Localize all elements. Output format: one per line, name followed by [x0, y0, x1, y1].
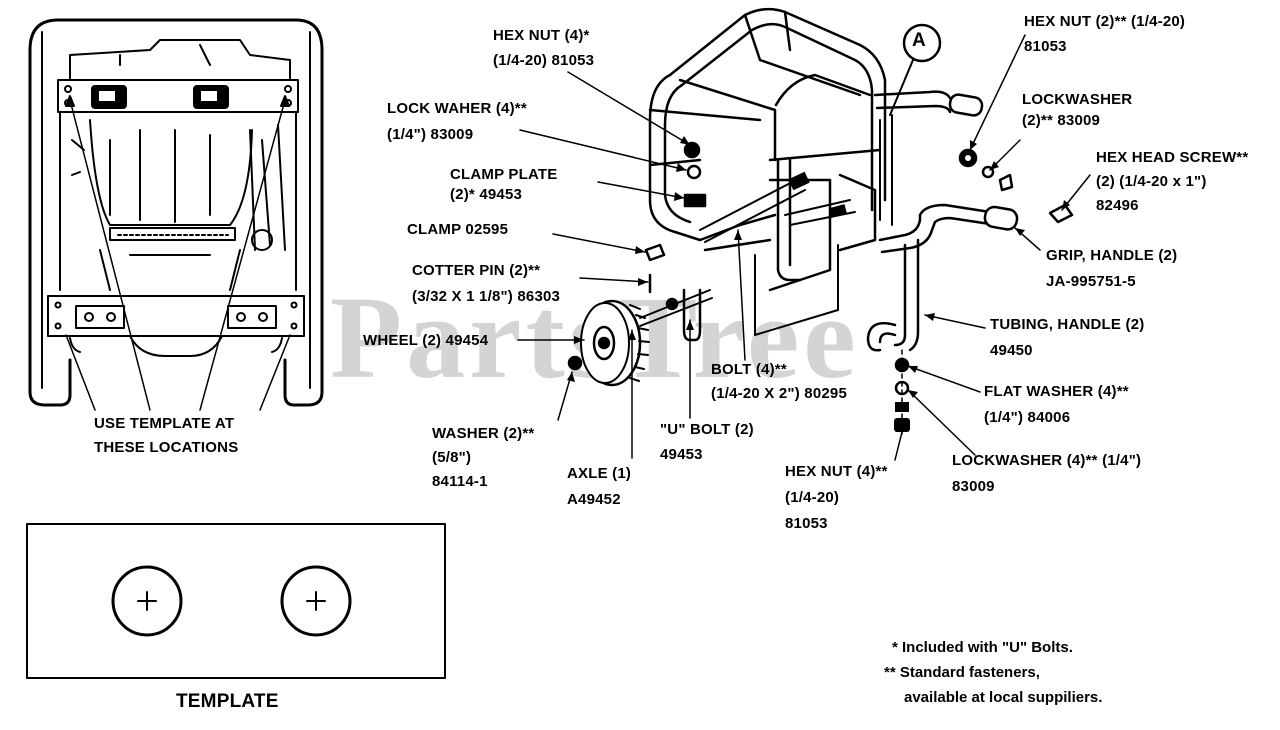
washer-label: WASHER (2)**: [432, 425, 535, 442]
lockwasher-right-spec: (2)** 83009: [1022, 112, 1101, 129]
cotter-pin-spec: (3/32 X 1 1/8") 86303: [412, 288, 561, 305]
axle-label: AXLE (1): [567, 465, 632, 482]
hex-head-screw-spec: (2) (1/4-20 x 1"): [1096, 173, 1207, 190]
bolt-label: BOLT (4)**: [711, 361, 787, 378]
grip-handle-label: GRIP, HANDLE (2): [1046, 247, 1178, 264]
footnote-availability: available at local suppiliers.: [904, 689, 1103, 706]
template-title: TEMPLATE: [176, 691, 279, 712]
flat-washer-label: FLAT WASHER (4)**: [984, 383, 1129, 400]
hex-nut-top-spec: (1/4-20) 81053: [493, 52, 595, 69]
tubing-handle-part-number: 49450: [990, 342, 1033, 359]
hex-nut-bottom-size: (1/4-20): [785, 489, 840, 506]
lockwasher-right-label: LOCKWASHER: [1022, 91, 1133, 108]
leader-arrowheads: [567, 136, 1070, 398]
hex-nut-bottom-part-number: 81053: [785, 515, 828, 532]
hex-head-screw-part-number: 82496: [1096, 197, 1139, 214]
bolt-spec: (1/4-20 X 2") 80295: [711, 385, 847, 402]
lock-waher-label: LOCK WAHER (4)**: [387, 100, 527, 117]
grip-handle-part-number: JA-995751-5: [1046, 273, 1136, 290]
hex-head-screw-label: HEX HEAD SCREW**: [1096, 149, 1249, 166]
u-bolt-label: "U" BOLT (2): [660, 421, 754, 438]
hex-nut-bottom-label: HEX NUT (4)**: [785, 463, 888, 480]
generator-end-view: [28, 18, 324, 411]
lockwasher-bottom-label: LOCKWASHER (4)** (1/4"): [952, 452, 1142, 469]
flat-washer-spec: (1/4") 84006: [984, 409, 1071, 426]
axle-part-number: A49452: [567, 491, 621, 508]
frame-assembly: [567, 7, 1074, 437]
callout-a-label: A: [912, 30, 926, 51]
hex-nut-right-label: HEX NUT (2)** (1/4-20): [1024, 13, 1186, 30]
tubing-handle-label: TUBING, HANDLE (2): [990, 316, 1145, 333]
washer-size: (5/8"): [432, 449, 472, 466]
clamp-plate-label: CLAMP PLATE: [450, 166, 558, 183]
footnote-included: * Included with "U" Bolts.: [892, 639, 1073, 656]
hex-nut-right-part-number: 81053: [1024, 38, 1067, 55]
lockwasher-bottom-part-number: 83009: [952, 478, 995, 495]
washer-part-number: 84114-1: [432, 473, 488, 490]
footnote-standard: ** Standard fasteners,: [884, 664, 1040, 681]
template-location-caption-line-2: THESE LOCATIONS: [94, 439, 239, 456]
u-bolt-part-number: 49453: [660, 446, 703, 463]
cotter-pin-label: COTTER PIN (2)**: [412, 262, 541, 279]
hex-nut-top-label: HEX NUT (4)*: [493, 27, 590, 44]
template-cutout: [26, 523, 446, 679]
template-location-caption-line-1: USE TEMPLATE AT: [94, 415, 235, 432]
clamp-label: CLAMP 02595: [407, 221, 509, 238]
lock-waher-spec: (1/4") 83009: [387, 126, 474, 143]
callout-a-circle: [902, 23, 942, 63]
clamp-plate-spec: (2)* 49453: [450, 186, 523, 203]
wheel-label: WHEEL (2) 49454: [363, 332, 489, 349]
